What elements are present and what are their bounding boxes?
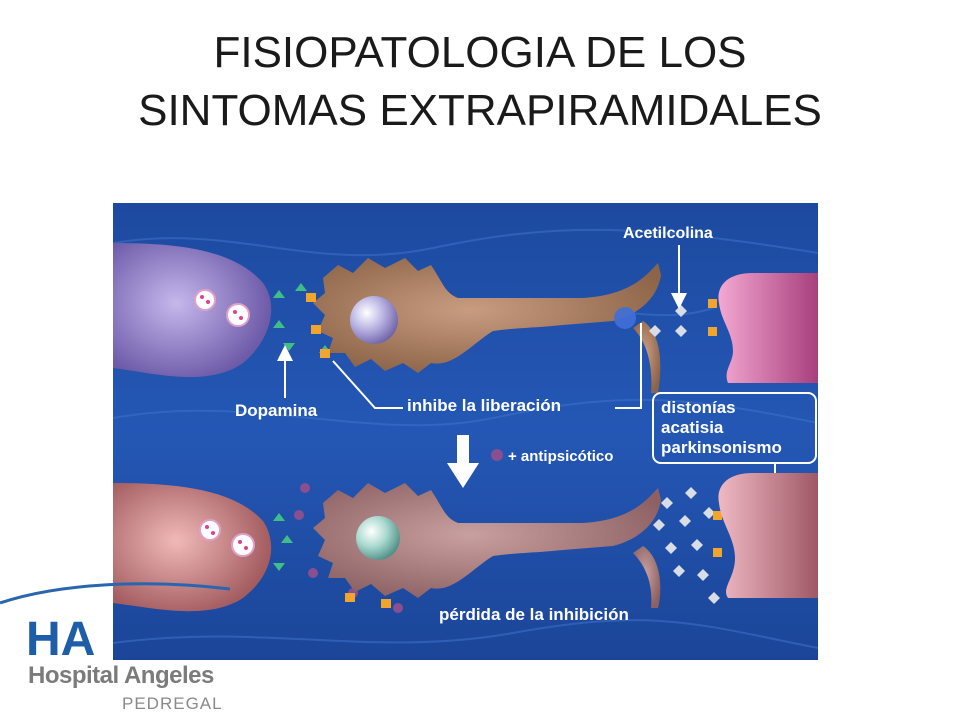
logo-mark-icon: HA — [0, 582, 231, 666]
label-dopamina: Dopamina — [235, 401, 318, 420]
target-cell-bottom — [718, 473, 818, 598]
background-texture — [113, 228, 818, 649]
dopamine-molecules-bottom — [273, 513, 293, 571]
vesicles-top — [194, 289, 250, 327]
cholinergic-neuron-bottom — [313, 483, 661, 608]
inhibe-connector — [332, 323, 642, 409]
dopamine-terminal-bottom — [113, 483, 272, 612]
label-antipsicotico: + antipsicótico — [508, 448, 613, 465]
dopamine-terminal-top — [113, 243, 272, 378]
receptors-top — [306, 293, 330, 358]
receptors-bottom — [345, 593, 391, 608]
target-receptors-top — [708, 299, 717, 336]
transition-arrow — [447, 435, 479, 488]
acetylcholine-molecules-bottom — [653, 487, 720, 604]
symptom-distonias: distonías — [661, 398, 736, 417]
logo-mark: HA — [26, 613, 95, 665]
label-perdida: pérdida de la inhibición — [439, 605, 629, 624]
antipsychotic-dot — [491, 449, 503, 461]
title-line-1: FISIOPATOLOGIA DE LOS — [213, 28, 747, 77]
logo-sub: PEDREGAL — [122, 694, 223, 713]
label-acetilcolina: Acetilcolina — [623, 225, 713, 242]
symptoms-box: distonías acatisia parkinsonismo — [652, 392, 817, 464]
hospital-logo: HA — [0, 575, 231, 720]
symptom-parkinsonismo: parkinsonismo — [661, 438, 782, 457]
title-line-2: SINTOMAS EXTRAPIRAMIDALES — [138, 86, 822, 135]
cholinergic-neuron-top — [313, 258, 661, 393]
logo-name: Hospital Angeles — [28, 662, 214, 689]
label-inhibe: inhibe la liberación — [407, 396, 561, 415]
neuron-diagram: Acetilcolina Dopamina inhibe la liberaci… — [113, 203, 818, 660]
vesicles-bottom — [199, 519, 255, 557]
slide-title: FISIOPATOLOGIA DE LOS SINTOMAS EXTRAPIRA… — [0, 24, 960, 140]
target-receptors-bottom — [713, 511, 722, 557]
symptom-acatisia: acatisia — [661, 418, 724, 437]
target-cell-top — [718, 273, 818, 383]
